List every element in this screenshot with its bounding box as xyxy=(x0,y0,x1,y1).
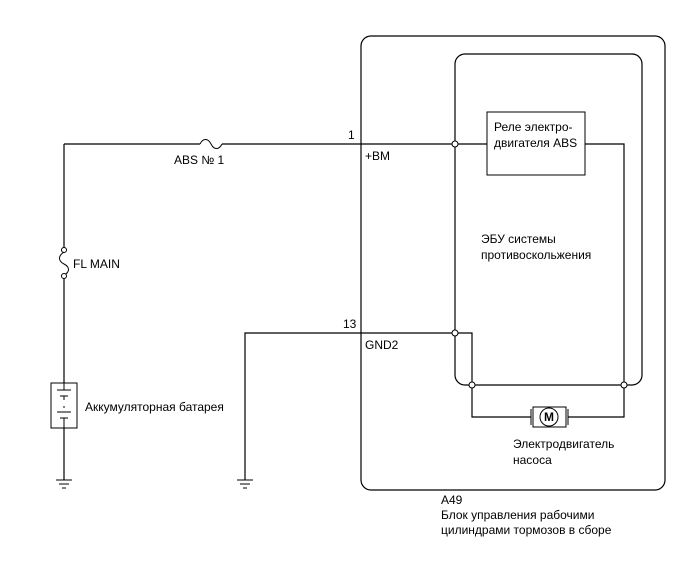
ecu-label-2: противоскольжения xyxy=(481,248,591,262)
fuse-abs-symbol xyxy=(199,139,223,149)
battery-ground xyxy=(56,479,72,489)
relay-to-motor-wire xyxy=(568,143,625,418)
ecu-label-1: ЭБУ системы xyxy=(481,232,556,246)
motor-body xyxy=(532,406,567,428)
node-ecu-right xyxy=(620,381,628,389)
fuse-abs-label: ABS № 1 xyxy=(174,153,225,167)
assembly-code: A49 xyxy=(441,493,463,507)
node-ecu-left xyxy=(468,381,476,389)
motor-symbol: M xyxy=(544,410,554,424)
fuse-fl-label: FL MAIN xyxy=(73,257,120,271)
motor-label-1: Электродвигатель xyxy=(513,437,614,451)
pin1-name: +BM xyxy=(365,149,390,163)
motor-label-2: насоса xyxy=(513,453,552,467)
fuse-fl-symbol xyxy=(59,251,69,276)
ground-gnd2 xyxy=(237,479,253,489)
ecu-box xyxy=(454,53,643,386)
node-gnd2 xyxy=(451,329,459,337)
relay-label-2: двигателя ABS xyxy=(494,136,577,150)
fuse-fl-top-dot xyxy=(61,247,67,253)
node-bm xyxy=(451,140,459,148)
battery-label: Аккумуляторная батарея xyxy=(85,400,224,414)
motor-brushes xyxy=(530,409,569,425)
assembly-label-1: Блок управления рабочими xyxy=(441,508,594,522)
pin13-number: 13 xyxy=(343,317,357,331)
motor-left-wire xyxy=(471,385,531,418)
assembly-label-2: цилиндрами тормозов в сборе xyxy=(441,523,612,537)
assembly-box xyxy=(360,35,666,491)
battery-plates xyxy=(57,383,71,428)
wire-gnd2 xyxy=(244,332,473,480)
pin13-name: GND2 xyxy=(365,338,399,352)
fuse-fl-bottom-dot xyxy=(61,273,67,279)
pin1-number: 1 xyxy=(348,128,355,142)
relay-label-1: Реле электро- xyxy=(494,120,573,134)
motor-circle xyxy=(539,407,559,427)
